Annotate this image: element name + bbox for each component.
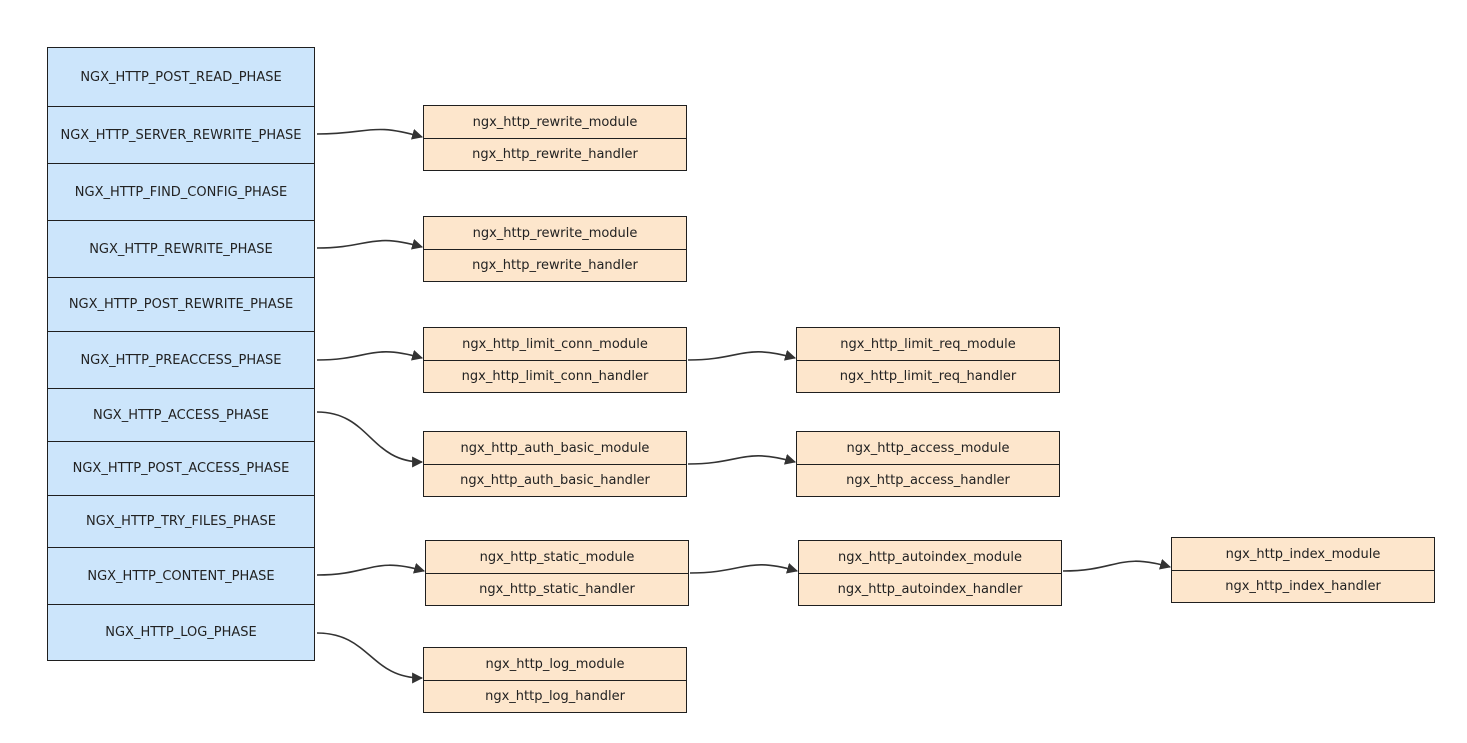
module-name: ngx_http_rewrite_module <box>424 106 686 139</box>
phase-post-access: NGX_HTTP_POST_ACCESS_PHASE <box>47 441 315 496</box>
phase-rewrite: NGX_HTTP_REWRITE_PHASE <box>47 220 315 278</box>
module-box-rewrite: ngx_http_rewrite_module ngx_http_rewrite… <box>423 216 687 282</box>
module-box-limit-conn: ngx_http_limit_conn_module ngx_http_limi… <box>423 327 687 393</box>
connector-auth-to-access <box>687 454 797 465</box>
module-name: ngx_http_limit_req_module <box>797 328 1059 361</box>
handler-name: ngx_http_auth_basic_handler <box>460 472 650 488</box>
module-name: ngx_http_rewrite_module <box>424 217 686 250</box>
module-box-server-rewrite: ngx_http_rewrite_module ngx_http_rewrite… <box>423 105 687 171</box>
module-name: ngx_http_limit_conn_module <box>424 328 686 361</box>
phase-content: NGX_HTTP_CONTENT_PHASE <box>47 547 315 605</box>
module-name: ngx_http_autoindex_module <box>799 541 1061 574</box>
handler-name: ngx_http_log_handler <box>485 688 625 704</box>
phase-post-read: NGX_HTTP_POST_READ_PHASE <box>47 47 315 107</box>
handler-name: ngx_http_rewrite_handler <box>472 257 638 273</box>
connector-log <box>316 632 424 684</box>
phase-post-rewrite: NGX_HTTP_POST_REWRITE_PHASE <box>47 277 315 332</box>
module-name: ngx_http_index_module <box>1172 538 1434 571</box>
phase-log: NGX_HTTP_LOG_PHASE <box>47 604 315 661</box>
module-box-autoindex: ngx_http_autoindex_module ngx_http_autoi… <box>798 540 1062 606</box>
module-name: ngx_http_auth_basic_module <box>424 432 686 465</box>
phase-stack: NGX_HTTP_POST_READ_PHASE NGX_HTTP_SERVER… <box>47 47 317 661</box>
module-name: ngx_http_log_module <box>424 648 686 681</box>
connector-content <box>316 562 426 576</box>
handler-name: ngx_http_static_handler <box>479 581 635 597</box>
module-box-access: ngx_http_access_module ngx_http_access_h… <box>796 431 1060 497</box>
handler-name: ngx_http_limit_conn_handler <box>461 368 649 384</box>
phase-try-files: NGX_HTTP_TRY_FILES_PHASE <box>47 495 315 548</box>
handler-name: ngx_http_index_handler <box>1225 578 1381 594</box>
module-box-log: ngx_http_log_module ngx_http_log_handler <box>423 647 687 713</box>
handler-name: ngx_http_access_handler <box>846 472 1010 488</box>
connector-limit-conn-to-req <box>687 350 797 361</box>
module-name: ngx_http_static_module <box>426 541 688 574</box>
connector-autoindex-to-index <box>1062 558 1172 572</box>
phase-preaccess: NGX_HTTP_PREACCESS_PHASE <box>47 331 315 389</box>
handler-name: ngx_http_autoindex_handler <box>837 581 1023 597</box>
module-box-static: ngx_http_static_module ngx_http_static_h… <box>425 540 689 606</box>
module-box-limit-req: ngx_http_limit_req_module ngx_http_limit… <box>796 327 1060 393</box>
phase-server-rewrite: NGX_HTTP_SERVER_REWRITE_PHASE <box>47 106 315 164</box>
handler-name: ngx_http_rewrite_handler <box>472 146 638 162</box>
connector-static-to-autoindex <box>689 562 799 574</box>
connector-access <box>316 411 424 468</box>
handler-name: ngx_http_limit_req_handler <box>839 368 1017 384</box>
module-name: ngx_http_access_module <box>797 432 1059 465</box>
connector-preaccess <box>316 349 424 361</box>
phase-find-config: NGX_HTTP_FIND_CONFIG_PHASE <box>47 163 315 221</box>
module-box-index: ngx_http_index_module ngx_http_index_han… <box>1171 537 1435 603</box>
connector-rewrite <box>316 238 424 250</box>
module-box-auth-basic: ngx_http_auth_basic_module ngx_http_auth… <box>423 431 687 497</box>
connector-server-rewrite <box>316 128 424 140</box>
phase-access: NGX_HTTP_ACCESS_PHASE <box>47 388 315 442</box>
